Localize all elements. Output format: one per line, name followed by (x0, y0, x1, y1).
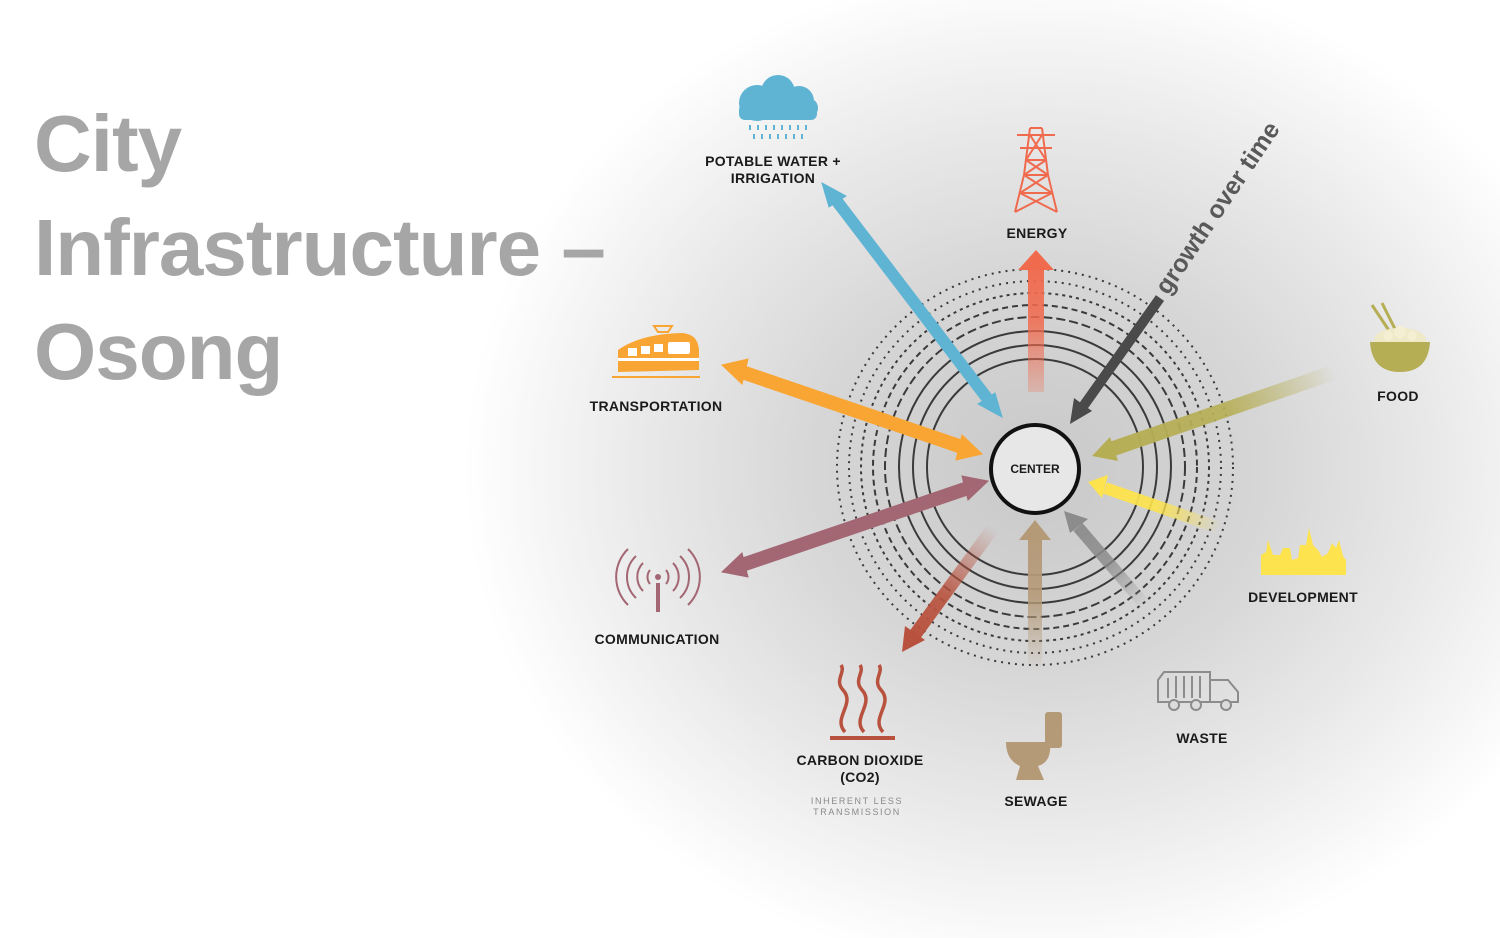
train-icon (612, 325, 700, 378)
toilet-icon (1006, 712, 1062, 780)
rain-cloud-icon (739, 75, 818, 139)
development-arrow (1088, 475, 1222, 534)
growth-label: growth over time (1150, 117, 1286, 300)
water-arrow (821, 181, 1003, 419)
city-skyline-icon (1261, 528, 1346, 575)
energy-label: ENERGY (1007, 225, 1068, 241)
transportation-arrow (720, 358, 984, 461)
sewage-arrow (1019, 520, 1051, 670)
center-node: CENTER (989, 423, 1081, 515)
sewage-label: SEWAGE (1004, 793, 1067, 809)
water-label-line1: POTABLE WATER + (705, 153, 841, 169)
communication-label: COMMUNICATION (595, 631, 720, 647)
co2-label-line2: (CO2) (840, 769, 880, 785)
heat-waves-icon (830, 663, 895, 740)
co2-arrow (902, 524, 999, 652)
co2-label-line1: CARBON DIOXIDE (796, 752, 923, 768)
title-line-3: Osong (34, 307, 283, 396)
co2-note-line1: INHERENT LESS (811, 796, 903, 806)
page-title: City Infrastructure – Osong (34, 92, 606, 404)
energy-arrow (1018, 250, 1054, 392)
center-label: CENTER (1010, 462, 1060, 476)
co2-note-line2: TRANSMISSION (813, 807, 901, 817)
waste-label: WASTE (1176, 730, 1227, 746)
communication-arrow (720, 475, 990, 578)
waste-arrow (1064, 511, 1150, 609)
growth-arrow (1070, 295, 1165, 424)
transportation-label: TRANSPORTATION (590, 398, 723, 414)
food-arrow (1092, 364, 1338, 461)
antenna-icon (615, 548, 701, 612)
food-label: FOOD (1377, 388, 1419, 404)
water-label-line2: IRRIGATION (731, 170, 815, 186)
garbage-truck-icon (1157, 671, 1239, 711)
power-pylon-icon (1014, 127, 1058, 213)
rice-bowl-icon (1370, 302, 1430, 372)
title-line-1: City (34, 99, 182, 188)
development-label: DEVELOPMENT (1248, 589, 1358, 605)
title-line-2: Infrastructure – (34, 203, 606, 292)
